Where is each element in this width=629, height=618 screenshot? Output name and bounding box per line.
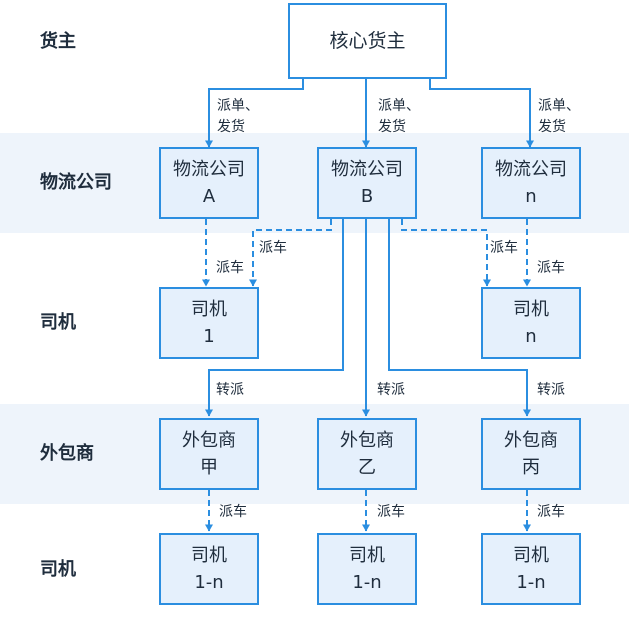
- node-label: 司机: [513, 299, 549, 320]
- node-sublabel: 甲: [200, 457, 218, 478]
- node-label: 外包商: [340, 430, 394, 451]
- edge-label-line: 派单、: [217, 98, 259, 114]
- node-label: 司机: [191, 545, 227, 566]
- edge-label-line: 发货: [538, 119, 566, 135]
- node-sublabel: B: [360, 186, 374, 207]
- node-driver-jia: 司机 1-n: [159, 533, 259, 605]
- node-label: 司机: [513, 545, 549, 566]
- node-logistics-n: 物流公司 n: [481, 147, 581, 219]
- node-sublabel: n: [525, 326, 537, 347]
- node-label: 物流公司: [495, 159, 567, 180]
- edge-label-transfer: 转派: [216, 382, 244, 398]
- node-label: 司机: [349, 545, 385, 566]
- node-label: 外包商: [182, 430, 236, 451]
- node-subcontractor-jia: 外包商 甲: [159, 418, 259, 490]
- node-subcontractor-bing: 外包商 丙: [481, 418, 581, 490]
- row-label-shipper: 货主: [40, 31, 76, 52]
- node-label: 司机: [191, 299, 227, 320]
- edge-label-line: 派单、: [378, 98, 420, 114]
- node-logistics-b: 物流公司 B: [317, 147, 417, 219]
- edge-label-dispatch-vehicle: 派车: [377, 504, 405, 520]
- edge-label-dispatch-ship-b: 派单、 发货: [378, 96, 420, 138]
- node-subcontractor-yi: 外包商 乙: [317, 418, 417, 490]
- edge-label-dispatch-ship-n: 派单、 发货: [538, 96, 580, 138]
- node-label: 核心货主: [329, 29, 406, 52]
- node-sublabel: 1-n: [516, 572, 546, 593]
- edge-label-dispatch-vehicle: 派车: [490, 240, 518, 256]
- edge-label-line: 派单、: [538, 98, 580, 114]
- node-label: 外包商: [504, 430, 558, 451]
- edge-label-dispatch-vehicle: 派车: [537, 260, 565, 276]
- edge-label-transfer: 转派: [537, 382, 565, 398]
- node-sublabel: n: [525, 186, 537, 207]
- edge-label-line: 发货: [378, 119, 406, 135]
- node-sublabel: A: [202, 186, 216, 207]
- row-label-driver-2: 司机: [40, 559, 76, 580]
- node-sublabel: 1-n: [352, 572, 382, 593]
- edge-label-dispatch-vehicle: 派车: [219, 504, 247, 520]
- node-core-shipper: 核心货主: [288, 3, 447, 79]
- node-sublabel: 1: [203, 326, 215, 347]
- node-driver-n: 司机 n: [481, 287, 581, 359]
- edge-label-dispatch-vehicle: 派车: [216, 260, 244, 276]
- row-label-subcontractor: 外包商: [40, 443, 94, 464]
- row-label-driver: 司机: [40, 312, 76, 333]
- row-label-logistics: 物流公司: [40, 172, 112, 193]
- node-label: 物流公司: [173, 159, 245, 180]
- edge-label-transfer: 转派: [377, 382, 405, 398]
- edge-label-line: 发货: [217, 119, 245, 135]
- node-driver-yi: 司机 1-n: [317, 533, 417, 605]
- node-driver-bing: 司机 1-n: [481, 533, 581, 605]
- edge-label-dispatch-vehicle: 派车: [259, 240, 287, 256]
- node-logistics-a: 物流公司 A: [159, 147, 259, 219]
- node-sublabel: 乙: [358, 457, 376, 478]
- edge-label-dispatch-vehicle: 派车: [537, 504, 565, 520]
- edge-label-dispatch-ship-a: 派单、 发货: [217, 96, 259, 138]
- node-sublabel: 1-n: [194, 572, 224, 593]
- node-label: 物流公司: [331, 159, 403, 180]
- node-driver-1: 司机 1: [159, 287, 259, 359]
- node-sublabel: 丙: [522, 457, 540, 478]
